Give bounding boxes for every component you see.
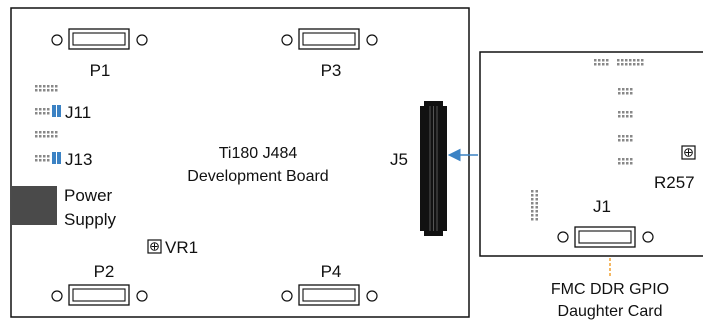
jumper-j13-b: [57, 152, 61, 164]
potentiometer-vr1-icon: [147, 239, 162, 254]
connector-j5: [420, 101, 447, 236]
header-j13: [35, 152, 61, 164]
jumper-j11-a: [52, 105, 56, 117]
daughter-card-caption-line2: Daughter Card: [558, 303, 663, 320]
label-vr1: VR1: [165, 238, 198, 257]
jumper-j13-a: [52, 152, 56, 164]
connector-p3: [281, 28, 378, 50]
dc-header-vertical: [531, 190, 538, 221]
daughter-card-outline: [479, 51, 703, 257]
header-j11: [35, 105, 61, 117]
trimmer-r257-icon: [681, 145, 696, 160]
board-title-line1: Ti180 J484: [219, 145, 298, 162]
label-j11: J11: [65, 103, 91, 122]
label-j13: J13: [65, 150, 92, 169]
daughter-card-caption-line1: FMC DDR GPIO: [551, 281, 669, 298]
label-p3: P3: [321, 61, 342, 80]
board-title-line2: Development Board: [187, 168, 328, 185]
power-supply-block: [11, 186, 57, 225]
connector-p4: [281, 284, 378, 306]
label-supply: Supply: [64, 210, 116, 229]
label-j5: J5: [390, 150, 408, 169]
main-board: P1 P3 J11: [10, 7, 470, 318]
jumper-j11-b: [57, 105, 61, 117]
daughter-card: R257 J1: [479, 51, 703, 257]
label-power: Power: [64, 186, 113, 205]
connector-j1: [557, 226, 654, 248]
main-board-outline: [10, 7, 470, 318]
connector-p2: [51, 284, 148, 306]
label-p1: P1: [90, 61, 111, 80]
label-p4: P4: [321, 262, 342, 281]
label-j1: J1: [593, 197, 611, 216]
label-r257: R257: [654, 173, 695, 192]
connector-p1: [51, 28, 148, 50]
label-p2: P2: [94, 262, 115, 281]
